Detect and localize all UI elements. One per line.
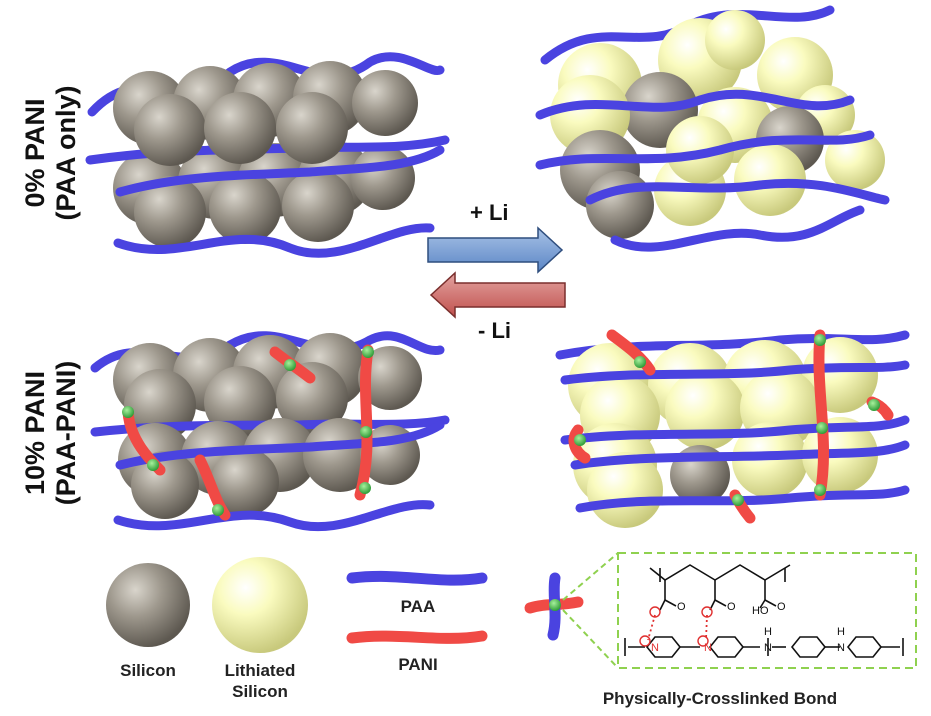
chem-nh-label-2: N: [837, 642, 845, 654]
chem-nh-label-1: N: [764, 642, 772, 654]
chem-n-label-1: N: [651, 642, 659, 654]
row-label-top: 0% PANI (PAA only): [20, 78, 82, 228]
legend-lithiated-line2: Silicon: [212, 681, 308, 702]
crosslink-node-icon: [530, 553, 618, 668]
lithiation-label: + Li: [470, 200, 509, 226]
row-label-bottom-line1: 10% PANI: [20, 350, 51, 516]
row-label-top-line1: 0% PANI: [20, 78, 51, 228]
delithiation-arrow: [431, 273, 565, 317]
charge-markers: [640, 607, 712, 646]
legend: O O O HO N N N N H H: [106, 553, 916, 668]
chem-o-label-3: O: [777, 601, 786, 613]
legend-silicon-sphere: [106, 563, 190, 647]
row-label-bottom: 10% PANI (PAA-PANI): [20, 350, 82, 516]
legend-paa-chain: [352, 576, 482, 580]
top-right-lithiated-cluster: [540, 10, 885, 247]
legend-pani-chain: [352, 636, 482, 638]
delithiation-label: - Li: [478, 318, 511, 344]
legend-silicon-label: Silicon: [108, 660, 188, 681]
chem-ho-label: HO: [752, 605, 769, 617]
top-left-silicon-cluster: [90, 57, 445, 254]
row-label-bottom-line2: (PAA-PANI): [51, 350, 82, 516]
chem-o-label-2: O: [727, 601, 736, 613]
legend-paa-label: PAA: [380, 596, 456, 617]
legend-lithiated-line1: Lithiated: [212, 660, 308, 681]
legend-bond-label: Physically-Crosslinked Bond: [560, 688, 880, 709]
chem-o-label-1: O: [677, 601, 686, 613]
lithiation-arrow: [428, 228, 562, 272]
chem-n-label-2: N: [704, 642, 712, 654]
legend-lithiated-label: Lithiated Silicon: [212, 660, 308, 702]
bottom-left-silicon-pani-cluster: [95, 333, 445, 527]
legend-pani-label: PANI: [380, 654, 456, 675]
chem-h-label-1: H: [764, 626, 772, 638]
row-label-top-line2: (PAA only): [51, 78, 82, 228]
chem-h-label-2: H: [837, 626, 845, 638]
bottom-right-lithiated-pani-cluster: [560, 334, 905, 528]
legend-lithiated-sphere: [212, 557, 308, 653]
